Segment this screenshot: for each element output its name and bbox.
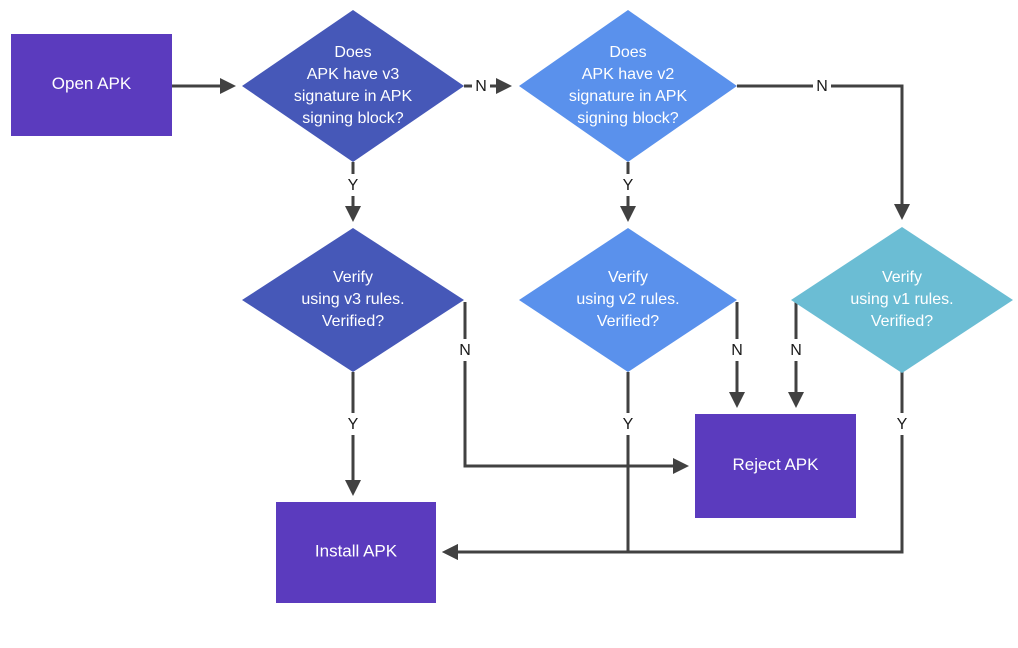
edge-has-v2-yes-to-verify-v2-label-backdrop <box>619 174 637 196</box>
install-apk-box[interactable]: Install APK <box>276 502 436 603</box>
edge-verify-v1-yes-to-install-label-group: Y <box>893 413 911 435</box>
edge-has-v3-no-to-has-v2-label-group: N <box>472 75 490 97</box>
edge-has-v3-no-to-has-v2-label: N <box>475 78 487 95</box>
edge-has-v2-no-to-verify-v1-label-group: N <box>813 75 831 97</box>
edge-verify-v2-no-to-reject-label-backdrop <box>728 339 746 361</box>
edge-verify-v3-yes-to-install-label-group: Y <box>344 413 362 435</box>
open-apk-box-shape <box>11 34 172 136</box>
edge-has-v3-no-to-has-v2-arrowhead-icon <box>496 78 512 94</box>
edge-has-v2-no-to-verify-v1-label-backdrop <box>813 75 831 97</box>
edge-labels-layer: N Y Y N Y N Y N N Y <box>344 75 911 435</box>
edge-verify-v1-yes-to-install-label: Y <box>897 416 908 433</box>
decision-verify-v3-rules-shape <box>242 228 464 372</box>
edge-verify-v3-yes-to-install-label: Y <box>348 416 359 433</box>
edge-has-v2-no-to-verify-v1-line <box>737 84 904 207</box>
edge-verify-v3-no-to-reject-label: N <box>459 342 471 359</box>
edge-verify-v1-yes-to-install-label-backdrop <box>893 413 911 435</box>
edge-has-v2-no-to-verify-v1-arrowhead-icon <box>894 204 910 220</box>
edge-verify-v2-yes-to-install-label-group: Y <box>619 413 637 435</box>
edge-has-v2-no-to-verify-v1-label: N <box>816 78 828 95</box>
edge-verify-v3-no-to-reject-label-backdrop <box>456 339 474 361</box>
decision-verify-v1-rules-shape <box>791 227 1013 373</box>
edge-verify-v3-yes-to-install-label-backdrop <box>344 413 362 435</box>
edge-has-v3-yes-to-verify-v3-label-backdrop <box>344 174 362 196</box>
open-apk-box-label: Open APK <box>52 74 132 93</box>
edge-has-v3-yes-to-verify-v3-label-group: Y <box>344 174 362 196</box>
edge-verify-v2-yes-to-install-line <box>455 372 630 554</box>
edge-has-v2-no-to-verify-v1 <box>737 84 910 220</box>
edge-verify-v2-no-to-reject-arrowhead-icon <box>729 392 745 408</box>
edge-verify-v3-yes-to-install-arrowhead-icon <box>345 480 361 496</box>
reject-apk-box[interactable]: Reject APK <box>695 414 856 518</box>
decision-verify-v2-rules-shape <box>519 228 737 372</box>
edge-verify-v1-no-to-reject-arrowhead-icon <box>788 392 804 408</box>
edge-verify-v1-no-to-reject-label-backdrop <box>787 339 805 361</box>
edge-open-apk-to-has-v3 <box>172 78 236 94</box>
edge-verify-v3-no-to-reject-label-group: N <box>456 339 474 361</box>
edge-verify-v2-no-to-reject-label: N <box>731 342 743 359</box>
edge-verify-v3-no-to-reject-arrowhead-icon <box>673 458 689 474</box>
decision-has-v2-signature-shape <box>519 10 737 162</box>
reject-apk-box-shape <box>695 414 856 518</box>
edge-has-v3-yes-to-verify-v3-label: Y <box>348 177 359 194</box>
edge-verify-v2-no-to-reject-label-group: N <box>728 339 746 361</box>
edge-has-v3-yes-to-verify-v3-arrowhead-icon <box>345 206 361 222</box>
install-apk-box-label: Install APK <box>315 542 398 561</box>
edge-verify-v2-yes-to-install-label: Y <box>623 416 634 433</box>
edge-verify-v1-no-to-reject-label-group: N <box>787 339 805 361</box>
edge-has-v2-yes-to-verify-v2-label-group: Y <box>619 174 637 196</box>
install-apk-box-shape <box>276 502 436 603</box>
edge-verify-v1-yes-to-install-arrowhead-icon <box>442 544 458 560</box>
edge-verify-v2-yes-to-install-label-backdrop <box>619 413 637 435</box>
edge-has-v3-no-to-has-v2-label-backdrop <box>472 75 490 97</box>
edge-has-v2-yes-to-verify-v2-label: Y <box>623 177 634 194</box>
edge-has-v2-yes-to-verify-v2-arrowhead-icon <box>620 206 636 222</box>
decision-has-v3-signature-shape <box>242 10 464 162</box>
edge-open-apk-to-has-v3-arrowhead-icon <box>220 78 236 94</box>
edge-verify-v1-no-to-reject-label: N <box>790 342 802 359</box>
reject-apk-box-label: Reject APK <box>733 455 820 474</box>
open-apk-box[interactable]: Open APK <box>11 34 172 136</box>
